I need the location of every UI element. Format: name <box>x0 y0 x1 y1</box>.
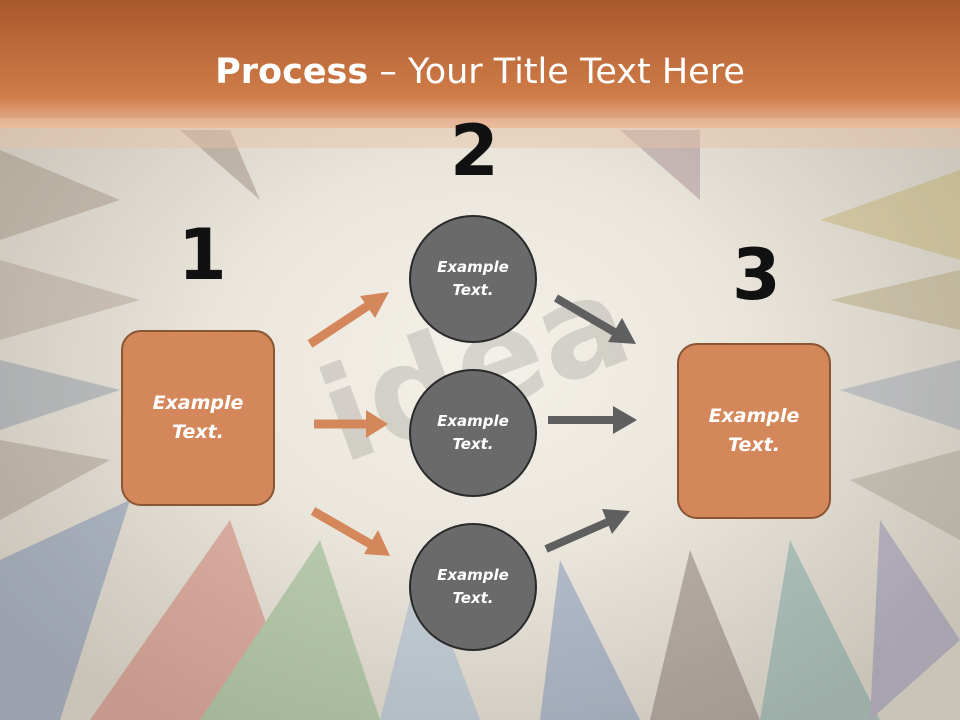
gray-arrows <box>544 294 637 553</box>
title-bold: Process <box>215 52 369 92</box>
circle-middle-line2: Text. <box>452 435 494 453</box>
circle-top-line1: Example <box>437 258 509 276</box>
step-number-1: 1 <box>178 214 227 296</box>
page-title: Process – Your Title Text Here <box>0 52 960 92</box>
arrow-to-top-circle <box>307 299 375 348</box>
arrow-from-top-circle <box>553 294 619 337</box>
arrowhead-from-top-circle <box>608 318 636 344</box>
arrow-to-bottom-circle <box>310 507 375 549</box>
step-3-line2: Text. <box>728 434 780 456</box>
circle-middle-line1: Example <box>437 412 509 430</box>
arrowhead-to-top-circle <box>360 292 389 318</box>
arrowhead-to-middle-circle <box>366 410 388 438</box>
step-3-line1: Example <box>708 405 800 427</box>
step-1-line2: Text. <box>172 421 224 443</box>
circle-bottom-line1: Example <box>437 566 509 584</box>
step-number-2: 2 <box>450 110 499 192</box>
arrowhead-to-bottom-circle <box>364 530 390 556</box>
circle-bottom-line2: Text. <box>452 589 494 607</box>
step-number-3: 3 <box>732 234 781 316</box>
circle-top-line2: Text. <box>452 281 494 299</box>
arrow-from-bottom-circle <box>544 517 612 553</box>
orange-arrows <box>307 292 390 556</box>
title-rest: – Your Title Text Here <box>368 52 745 92</box>
arrowhead-from-bottom-circle <box>602 509 630 534</box>
step-1-line1: Example <box>152 392 244 414</box>
arrowhead-from-middle-circle <box>613 406 637 434</box>
